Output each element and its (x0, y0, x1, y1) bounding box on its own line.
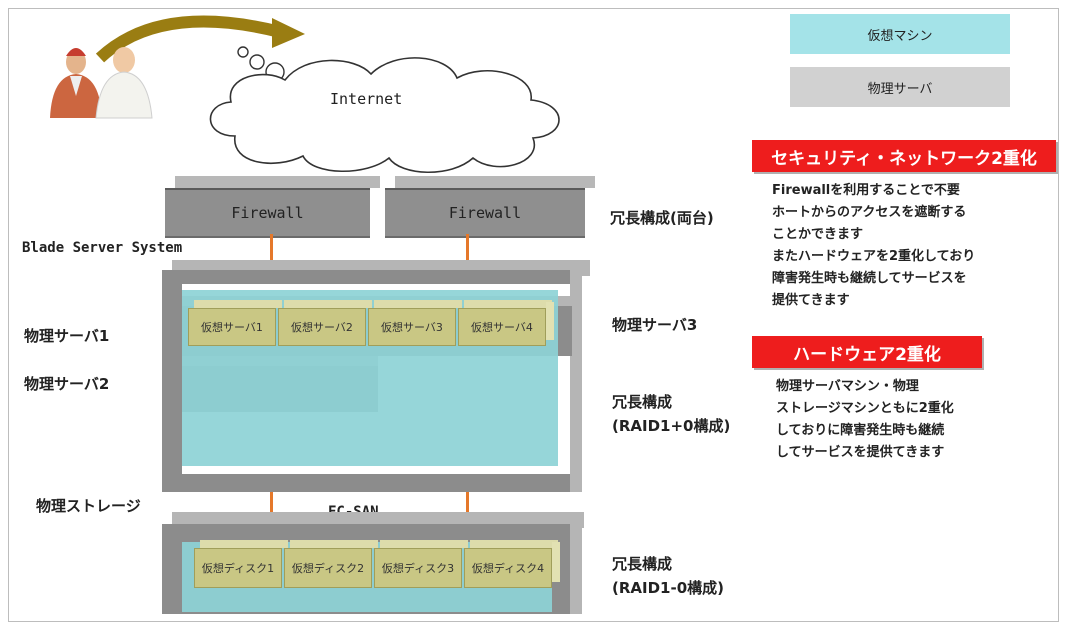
cube-top (194, 300, 282, 308)
firewall-1-label: Firewall (231, 204, 304, 222)
legend-physical-label: 物理サーバ (867, 81, 933, 97)
security-badge: セキュリティ・ネットワーク2重化 (752, 140, 1056, 172)
server-redundancy-line-2: (RAID1+0構成) (612, 417, 731, 435)
rack-top-panel (162, 270, 580, 284)
cube-top (290, 540, 378, 548)
cube-side (546, 302, 554, 340)
virtual-server-4: 仮想サーバ4 (458, 308, 546, 346)
server-redundancy-line-1: 冗長構成 (612, 393, 673, 411)
security-line-1: Firewallを利用することで不要 (772, 183, 960, 198)
internet-cloud-icon (209, 46, 560, 173)
firewall-2-top (395, 176, 595, 188)
physical-server-1-label: 物理サーバ1 (24, 327, 110, 345)
storage-rack-right-edge (570, 512, 582, 614)
physical-server-3-label: 物理サーバ3 (612, 316, 698, 334)
security-line-4: またハードウェアを2重化しており (772, 249, 976, 264)
san-link (466, 492, 469, 526)
storage-redundancy: 冗長構成 (RAID1-0構成) (612, 552, 724, 600)
hardware-line-4: してサービスを提供てきます (776, 445, 945, 460)
virtual-disk-2-label: 仮想ディスク2 (291, 562, 365, 575)
hardware-line-3: しておりに障害発生時も継続 (776, 423, 945, 438)
security-line-3: ことかできます (772, 227, 864, 242)
hardware-line-2: ストレージマシンともに2重化 (776, 401, 954, 416)
virtual-server-3-label: 仮想サーバ3 (381, 321, 443, 334)
network-link (466, 234, 469, 264)
hardware-title: ハードウェア2重化 (793, 344, 941, 365)
virtual-disk-2: 仮想ディスク2 (284, 548, 372, 588)
virtual-server-2-label: 仮想サーバ2 (291, 321, 353, 334)
virtual-server-2: 仮想サーバ2 (278, 308, 366, 346)
firewall-1-top (175, 176, 380, 188)
blade-system-label: Blade Server System (22, 240, 183, 256)
storage-redundancy-line-2: (RAID1-0構成) (612, 579, 725, 597)
hardware-badge: ハードウェア2重化 (752, 336, 982, 368)
network-link (270, 234, 273, 264)
virtual-disk-4: 仮想ディスク4 (464, 548, 552, 588)
security-line-6: 提供てきます (772, 293, 850, 308)
cube-side (552, 542, 560, 582)
security-title: セキュリティ・ネットワーク2重化 (771, 148, 1037, 169)
virtual-server-4-label: 仮想サーバ4 (471, 321, 533, 334)
cube-top (470, 540, 558, 548)
physical-storage-label: 物理ストレージ (36, 497, 141, 515)
firewall-2: Firewall (385, 188, 585, 238)
cube-top (464, 300, 552, 308)
storage-redundancy-line-1: 冗長構成 (612, 555, 673, 573)
firewall-2-label: Firewall (448, 204, 522, 222)
virtual-disk-3: 仮想ディスク3 (374, 548, 462, 588)
cube-top (374, 300, 462, 308)
virtual-disk-1-label: 仮想ディスク1 (201, 562, 275, 575)
legend-vm-label: 仮想マシン (867, 28, 933, 44)
rack-left-panel (162, 270, 182, 492)
cube-top (200, 540, 288, 548)
users-illustration (50, 15, 305, 119)
virtual-disk-3-label: 仮想ディスク3 (381, 562, 455, 575)
virtual-disk-1: 仮想ディスク1 (194, 548, 282, 588)
virtual-server-1: 仮想サーバ1 (188, 308, 276, 346)
legend-virtual-machine: 仮想マシン (790, 14, 1010, 54)
diagram-frame (8, 8, 1059, 622)
legend-physical-server: 物理サーバ (790, 67, 1010, 107)
server-redundancy: 冗長構成 (RAID1+0構成) (612, 390, 730, 438)
hardware-note: 物理サーバマシン・物理 ストレージマシンともに2重化 しておりに障害発生時も継続… (776, 376, 954, 464)
security-line-5: 障害発生時も継続してサービスを (772, 271, 967, 286)
virtual-server-3: 仮想サーバ3 (368, 308, 456, 346)
virtual-disk-4-label: 仮想ディスク4 (471, 562, 545, 575)
security-note: Firewallを利用することで不要 ホートからのアクセスを遮断する ことかでき… (772, 180, 975, 312)
san-link (270, 492, 273, 526)
rack-bottom-panel (162, 474, 580, 492)
internet-label: Internet (330, 90, 403, 108)
cube-top (284, 300, 372, 308)
security-line-2: ホートからのアクセスを遮断する (772, 205, 967, 220)
cube-top (380, 540, 468, 548)
physical-server-2-label: 物理サーバ2 (24, 375, 110, 393)
rack-right-edge (570, 260, 582, 492)
arrow-icon (95, 15, 282, 63)
firewall-1: Firewall (165, 188, 370, 238)
hardware-line-1: 物理サーバマシン・物理 (776, 379, 919, 394)
virtual-server-1-label: 仮想サーバ1 (201, 321, 263, 334)
firewall-redundancy-label: 冗長構成(両台) (610, 209, 714, 227)
